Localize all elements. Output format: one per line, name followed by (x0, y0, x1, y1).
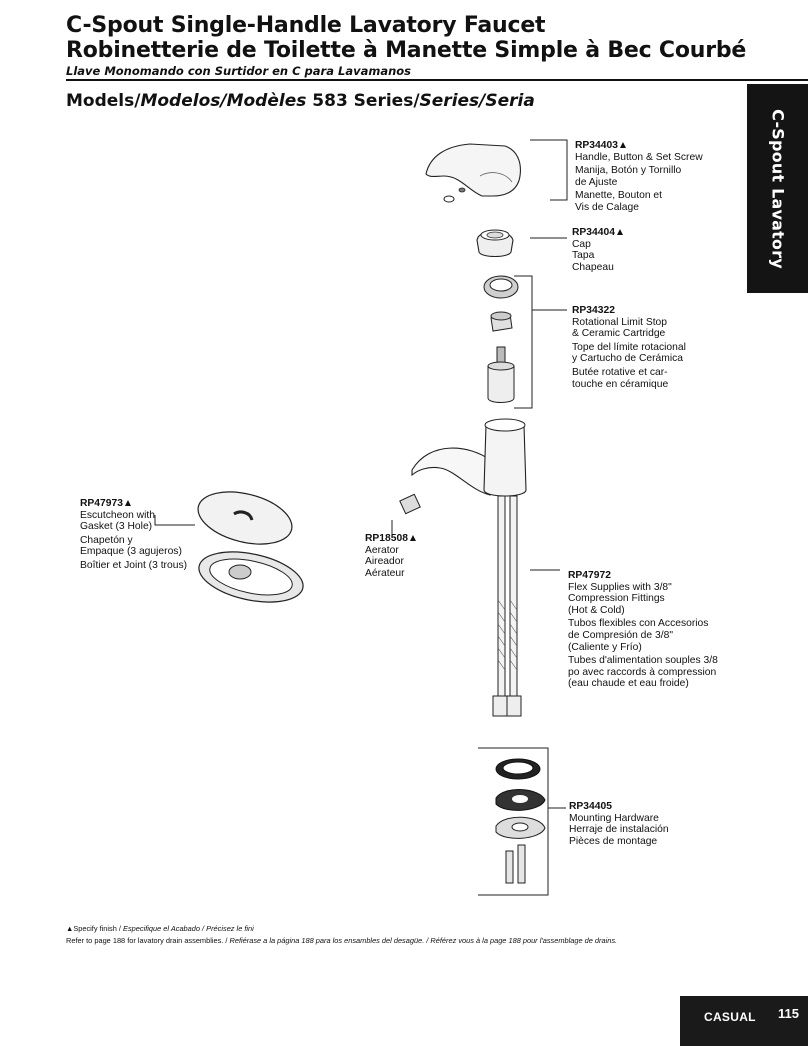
gasket-icon (198, 551, 304, 603)
part-description: Cap Tapa Chapeau (572, 238, 614, 273)
mounting-washer-icon (495, 758, 541, 780)
finish-footnote: ▲Specify finish / Especifique el Acabado… (66, 923, 254, 934)
page-title: C-Spout Single-Handle Lavatory Faucet (66, 13, 546, 38)
series-es-fr: Series/Seria (419, 91, 535, 111)
section-side-tab: C-Spout Lavatory (747, 84, 808, 293)
drain-footnote: Refer to page 188 for lavatory drain ass… (66, 935, 617, 946)
limit-stop-ring-icon (483, 275, 519, 299)
models-heading: Models/Modelos/Modèles 583 Series/Series… (66, 91, 535, 111)
part-number: RP47973▲ (80, 498, 134, 509)
part-description-en: Escutcheon with Gasket (3 Hole) (80, 509, 155, 533)
handle-leader-line (530, 139, 568, 201)
mounting-bracket-icon (495, 789, 546, 811)
aerator-icon (399, 493, 421, 515)
part-description-es: Tubos flexibles con Accesorios de Compre… (568, 618, 709, 653)
callout-escutcheon: RP47973▲ Escutcheon with Gasket (3 Hole)… (80, 498, 187, 572)
part-description-fr: Butée rotative et car- touche en céramiq… (572, 366, 669, 390)
part-description-es: Chapetón y Empaque (3 agujeros) (80, 534, 182, 558)
drain-footnote-es-fr: Refiérase a la página 188 para los ensam… (229, 936, 618, 945)
mounting-bolt-icon (505, 844, 526, 884)
callout-cartridge: RP34322 Rotational Limit Stop & Ceramic … (572, 305, 686, 390)
models-label: Models/ (66, 91, 141, 111)
part-description-es: Manija, Botón y Tornillo de Ajuste (575, 165, 682, 188)
part-description: Mounting Hardware Herraje de instalación… (569, 812, 669, 847)
series-number: 583 Series/ (312, 91, 420, 111)
supply-hose-icon (492, 495, 522, 717)
cartridge-bracket (514, 275, 533, 409)
callout-handle: RP34403▲ Handle, Button & Set Screw Mani… (575, 140, 703, 214)
hardware-bracket (478, 747, 549, 896)
footer-section-label: CASUAL (704, 1010, 756, 1024)
part-description-fr: Tubes d'alimentation souples 3/8 po avec… (568, 655, 718, 690)
callout-aerator: RP18508▲ Aerator Aireador Aérateur (365, 533, 418, 579)
callout-supplies: RP47972 Flex Supplies with 3/8" Compress… (568, 570, 718, 690)
faucet-handle-icon (425, 143, 521, 203)
cartridge-icon (487, 311, 515, 403)
page-number: 115 (778, 1006, 799, 1021)
part-number: RP34322 (572, 305, 615, 316)
modelos-label: Modelos/Modèles (140, 91, 307, 111)
part-number: RP18508▲ (365, 533, 419, 544)
part-description-es: Tope del límite rotacional y Cartucho de… (572, 341, 686, 365)
finish-footnote-es-fr: Especifique el Acabado / Précisez le fin… (123, 924, 254, 933)
faucet-body-icon (411, 418, 527, 497)
escutcheon-leader-line (154, 515, 195, 526)
part-number: RP34403▲ (575, 140, 629, 151)
drain-footnote-en: Refer to page 188 for lavatory drain ass… (66, 936, 230, 945)
header-rule (66, 79, 808, 81)
finish-footnote-en: ▲Specify finish / (66, 924, 124, 933)
part-description-fr: Manette, Bouton et Vis de Calage (575, 190, 663, 213)
part-number: RP34405 (569, 801, 612, 812)
escutcheon-icon (197, 491, 293, 545)
page-title-spanish: Llave Monomando con Surtidor en C para L… (66, 64, 412, 78)
part-number: RP47972 (568, 570, 611, 581)
callout-mounting-hardware: RP34405 Mounting Hardware Herraje de ins… (569, 801, 669, 847)
part-number: RP34404▲ (572, 227, 626, 238)
part-description: Aerator Aireador Aérateur (365, 544, 405, 579)
part-description-en: Rotational Limit Stop & Ceramic Cartridg… (572, 316, 668, 340)
page-title-french: Robinetterie de Toilette à Manette Simpl… (66, 38, 747, 63)
mounting-nut-icon (495, 816, 546, 839)
part-description-en: Handle, Button & Set Screw (575, 151, 703, 163)
part-description-en: Flex Supplies with 3/8" Compression Fitt… (568, 581, 672, 616)
footer-section-box: CASUAL 115 (680, 996, 808, 1046)
callout-cap: RP34404▲ Cap Tapa Chapeau (572, 227, 625, 273)
cap-icon (476, 229, 514, 258)
part-description-fr: Boîtier et Joint (3 trous) (80, 559, 188, 571)
